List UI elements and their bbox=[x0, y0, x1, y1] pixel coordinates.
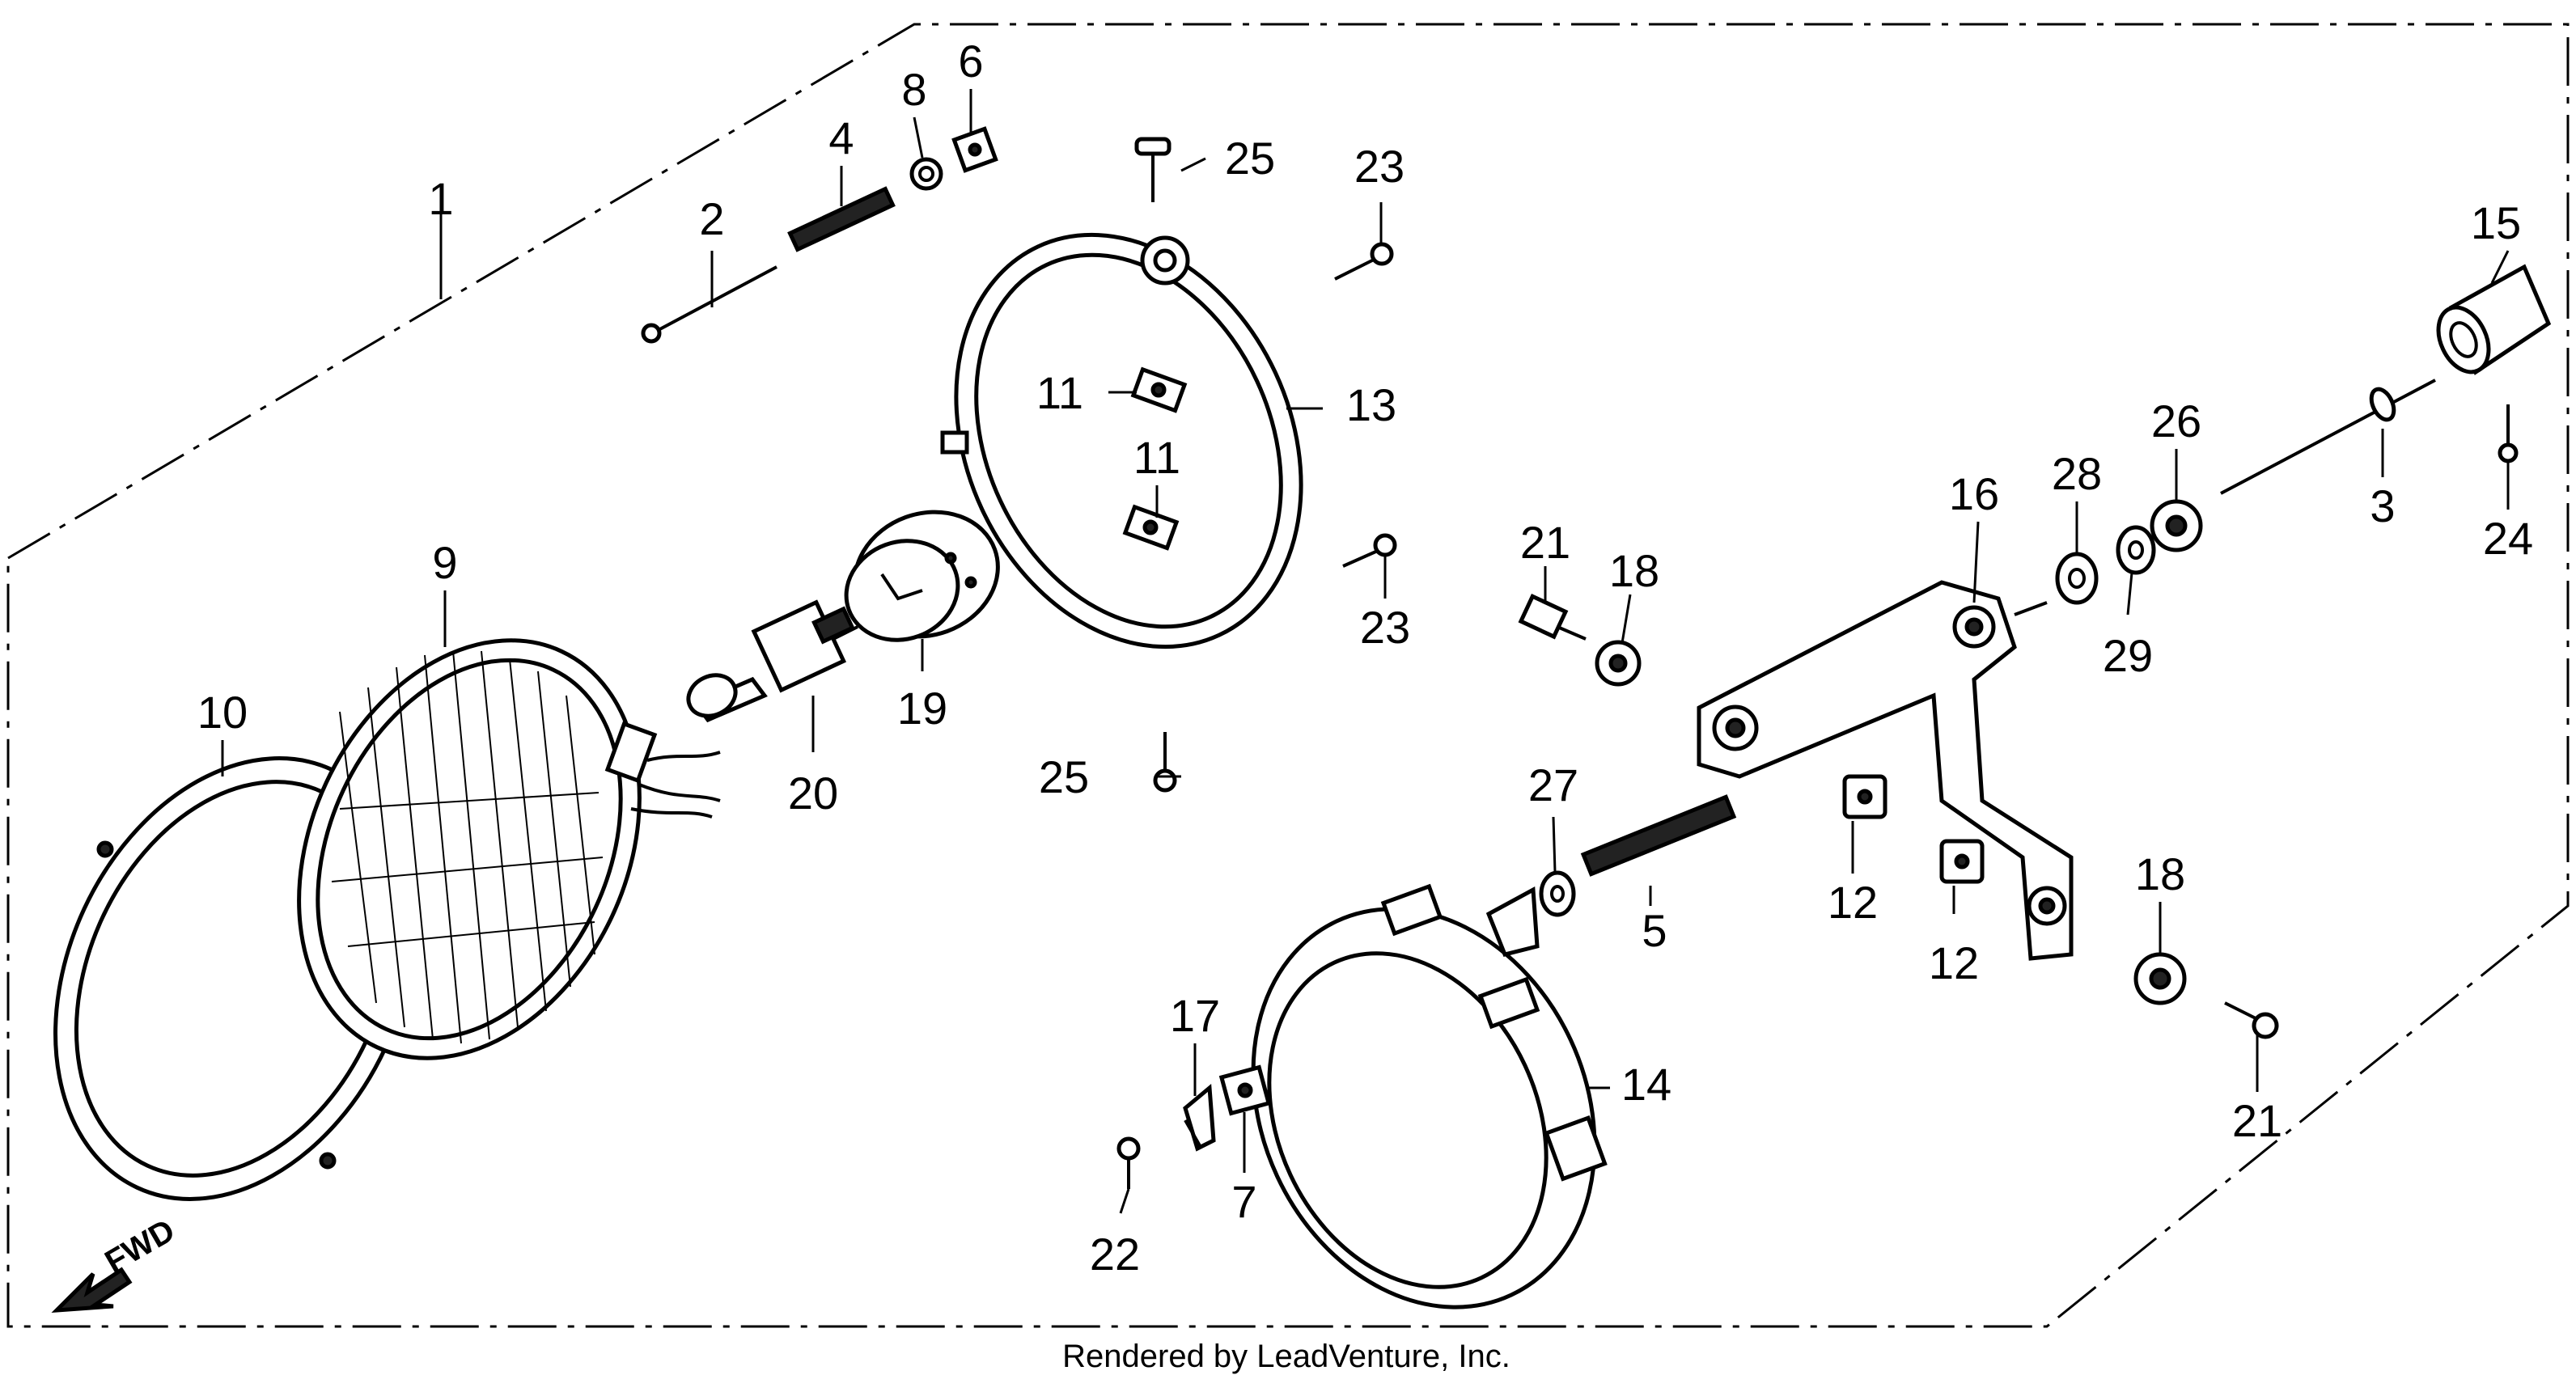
callout-12a: 12 bbox=[1828, 877, 1878, 928]
part-18-nut-lower[interactable] bbox=[2133, 952, 2187, 1005]
callout-28: 28 bbox=[2052, 448, 2102, 499]
part-12-nut-right[interactable] bbox=[1939, 839, 1985, 884]
part-9-headlight-unit[interactable] bbox=[234, 585, 721, 1114]
callout-7: 7 bbox=[1231, 1176, 1256, 1227]
part-21-bolt-upper[interactable] bbox=[1518, 593, 1587, 641]
callout-24: 24 bbox=[2483, 513, 2533, 564]
callout-23a: 23 bbox=[1354, 141, 1405, 192]
part-28-washer[interactable] bbox=[2055, 552, 2099, 605]
callout-22: 22 bbox=[1090, 1229, 1140, 1280]
part-22-screw[interactable] bbox=[1116, 1136, 1141, 1189]
part-12-nut-left[interactable] bbox=[1842, 774, 1888, 819]
leader-lines bbox=[221, 89, 2510, 1214]
callout-14: 14 bbox=[1621, 1059, 1671, 1110]
part-14-case[interactable] bbox=[1190, 852, 1658, 1363]
callout-26: 26 bbox=[2151, 396, 2201, 446]
assembly-boundary bbox=[6, 23, 2570, 1328]
callout-19: 19 bbox=[897, 683, 947, 734]
callout-18a: 18 bbox=[1609, 545, 1659, 596]
part-29-washer[interactable] bbox=[2116, 525, 2156, 575]
callout-21b: 21 bbox=[2232, 1095, 2282, 1146]
part-18-nut-upper[interactable] bbox=[1595, 640, 1642, 687]
part-23-screw-lower[interactable] bbox=[1342, 533, 1397, 568]
part-19-socket[interactable] bbox=[833, 493, 1016, 657]
part-13-mounting-ring[interactable] bbox=[892, 178, 1366, 703]
part-20-bulb[interactable] bbox=[682, 599, 858, 724]
part-16-stay[interactable] bbox=[1697, 580, 2074, 961]
callout-2: 2 bbox=[699, 193, 724, 244]
callout-25a: 25 bbox=[1225, 133, 1275, 184]
callout-8: 8 bbox=[901, 64, 926, 115]
callout-11b: 11 bbox=[1133, 432, 1180, 483]
callout-4: 4 bbox=[828, 112, 854, 163]
callout-27: 27 bbox=[1528, 759, 1578, 810]
callout-10: 10 bbox=[197, 687, 248, 738]
callout-20: 20 bbox=[788, 768, 838, 819]
callout-12b: 12 bbox=[1929, 937, 1979, 988]
part-24-screw[interactable] bbox=[2498, 404, 2519, 463]
part-15-collar[interactable] bbox=[2429, 264, 2552, 380]
part-11-nut-upper[interactable] bbox=[1130, 366, 1188, 413]
callout-labels: 1 2 3 4 5 6 7 8 9 10 11 11 12 12 13 14 1… bbox=[197, 36, 2533, 1280]
fwd-arrow-icon bbox=[51, 1267, 133, 1313]
fwd-label: FWD bbox=[100, 1212, 181, 1280]
callout-5: 5 bbox=[1642, 905, 1667, 956]
part-25-screw-lower[interactable] bbox=[1153, 732, 1177, 793]
callout-3: 3 bbox=[2370, 480, 2395, 531]
part-2-bolt[interactable] bbox=[641, 265, 777, 344]
part-5-spring[interactable] bbox=[1580, 794, 1737, 877]
callout-18b: 18 bbox=[2135, 848, 2185, 899]
part-11-nut-lower[interactable] bbox=[1122, 504, 1180, 551]
part-4-spring[interactable] bbox=[787, 186, 896, 252]
credit-text: Rendered by LeadVenture, Inc. bbox=[1062, 1339, 1510, 1374]
callout-25b: 25 bbox=[1039, 751, 1089, 802]
callout-23b: 23 bbox=[1360, 602, 1410, 653]
part-3-bolt[interactable] bbox=[2220, 379, 2436, 495]
callout-21a: 21 bbox=[1520, 517, 1570, 568]
fwd-direction-indicator: FWD bbox=[51, 1212, 181, 1313]
part-7-nut[interactable] bbox=[1218, 1064, 1272, 1116]
part-27-washer[interactable] bbox=[1539, 870, 1576, 917]
callout-15: 15 bbox=[2471, 197, 2521, 248]
callout-11a: 11 bbox=[1036, 367, 1083, 418]
callout-29: 29 bbox=[2103, 630, 2153, 681]
part-23-screw-upper[interactable] bbox=[1334, 242, 1394, 281]
part-17-screw[interactable] bbox=[1183, 1083, 1216, 1152]
part-8-nut[interactable] bbox=[909, 157, 943, 191]
part-25-screw-upper[interactable] bbox=[1134, 137, 1171, 202]
part-26-nut[interactable] bbox=[2150, 499, 2203, 552]
part-6-nut[interactable] bbox=[951, 126, 998, 173]
callout-13: 13 bbox=[1346, 379, 1396, 430]
callout-16: 16 bbox=[1949, 468, 1999, 519]
callout-6: 6 bbox=[958, 36, 983, 87]
callout-1: 1 bbox=[428, 173, 453, 224]
part-21-bolt-lower[interactable] bbox=[2224, 1001, 2279, 1039]
callout-17: 17 bbox=[1170, 990, 1220, 1041]
callout-9: 9 bbox=[432, 537, 457, 588]
